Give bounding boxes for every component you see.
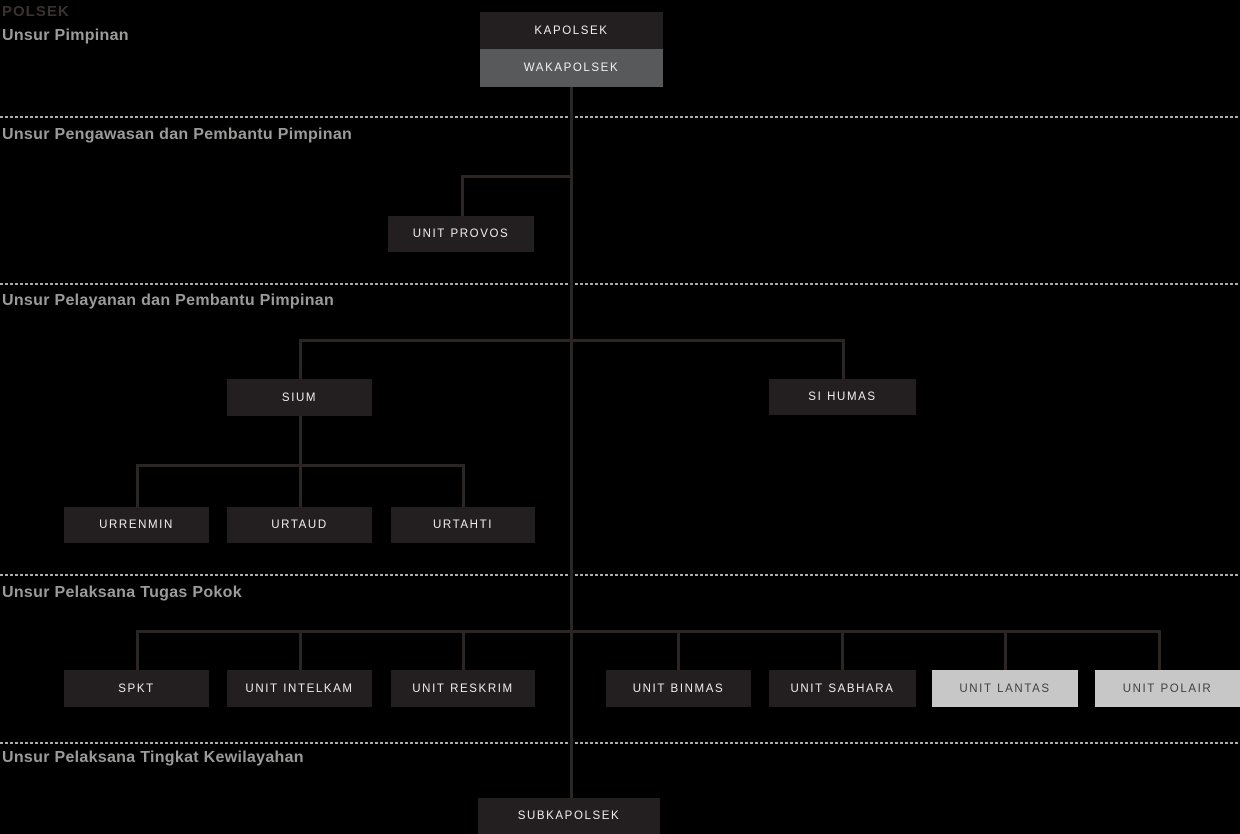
connector-sium-down xyxy=(299,415,302,467)
node-unit-polair: UNIT POLAIR xyxy=(1095,670,1240,707)
section-divider xyxy=(0,742,1240,744)
section-divider xyxy=(0,574,1240,576)
section-label-pengawasan: Unsur Pengawasan dan Pembantu Pimpinan xyxy=(2,126,353,143)
node-urtahti: URTAHTI xyxy=(391,507,535,543)
section-label-tugas-pokok: Unsur Pelaksana Tugas Pokok xyxy=(2,584,242,601)
section-label-kewilayahan: Unsur Pelaksana Tingkat Kewilayahan xyxy=(2,749,304,766)
node-sium: SIUM xyxy=(227,379,372,416)
connector-pelayanan-horizontal xyxy=(299,339,845,342)
node-urtaud: URTAUD xyxy=(227,507,372,543)
node-unit-binmas: UNIT BINMAS xyxy=(606,670,751,707)
node-unit-lantas: UNIT LANTAS xyxy=(932,670,1078,707)
node-spkt: SPKT xyxy=(64,670,209,707)
node-si-humas: SI HUMAS xyxy=(769,379,916,415)
node-unit-reskrim: UNIT RESKRIM xyxy=(391,670,535,707)
connector-lantas-drop xyxy=(1004,630,1007,670)
connector-main-vertical xyxy=(570,87,573,798)
connector-urrenmin-drop xyxy=(136,464,139,507)
connector-urtaud-drop xyxy=(299,464,302,507)
node-subkapolsek: SUBKAPOLSEK xyxy=(478,798,660,834)
connector-spkt-drop xyxy=(136,630,139,670)
node-urrenmin: URRENMIN xyxy=(64,507,209,543)
node-wakapolsek: WAKAPOLSEK xyxy=(480,49,663,87)
connector-provos-horizontal xyxy=(461,175,573,178)
connector-reskrim-drop xyxy=(462,630,465,670)
connector-sabhara-drop xyxy=(841,630,844,670)
section-divider xyxy=(0,283,1240,285)
page-title: POLSEK xyxy=(2,3,70,20)
section-divider xyxy=(0,116,1240,118)
connector-urtahti-drop xyxy=(462,464,465,507)
node-unit-sabhara: UNIT SABHARA xyxy=(769,670,916,707)
section-label-pimpinan: Unsur Pimpinan xyxy=(2,27,129,44)
section-label-pelayanan: Unsur Pelayanan dan Pembantu Pimpinan xyxy=(2,292,335,309)
connector-provos-drop xyxy=(461,175,464,216)
connector-polair-drop xyxy=(1158,630,1161,670)
node-unit-provos: UNIT PROVOS xyxy=(388,216,534,252)
node-kapolsek: KAPOLSEK xyxy=(480,12,663,49)
connector-binmas-drop xyxy=(677,630,680,670)
connector-tugas-pokok-horizontal xyxy=(136,630,1161,633)
node-unit-intelkam: UNIT INTELKAM xyxy=(227,670,372,707)
connector-sium-drop xyxy=(299,339,302,379)
connector-intelkam-drop xyxy=(299,630,302,670)
connector-humas-drop xyxy=(842,339,845,379)
